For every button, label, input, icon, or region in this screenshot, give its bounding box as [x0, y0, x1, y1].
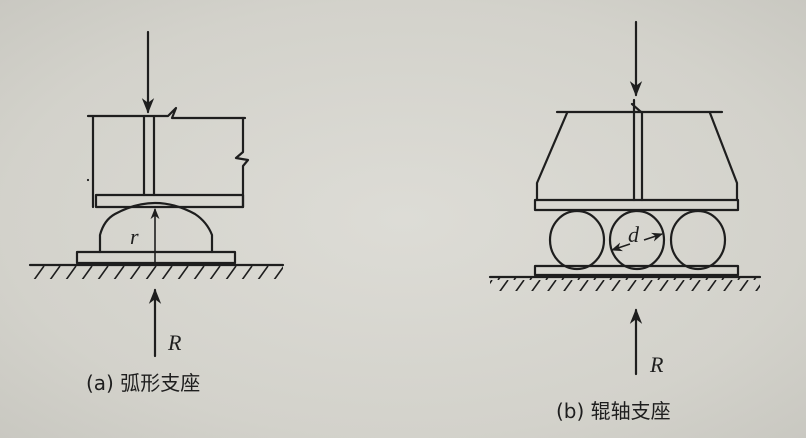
roller-middle [608, 209, 666, 271]
beam-top-flange-a [86, 106, 247, 120]
roller-right [669, 209, 727, 271]
diameter-label: d [628, 222, 640, 247]
stiffener-b [630, 98, 644, 202]
arc-block [98, 201, 214, 254]
bottom-plate-a [94, 193, 245, 209]
ground-hatch-a [30, 265, 283, 279]
ground-hatch-b [490, 277, 760, 291]
roller-support-diagram: d R (b) 辊轴支座 [488, 20, 762, 423]
beam-right-slope-b [708, 111, 739, 202]
radius-label: r [130, 224, 139, 249]
reaction-label-b: R [649, 352, 664, 377]
base-plate-a [75, 250, 237, 265]
caption-b: (b) 辊轴支座 [556, 399, 671, 423]
base-plate-b [533, 264, 740, 277]
beam-break-a [234, 116, 250, 209]
diameter-arrow [610, 242, 631, 252]
beam-left-slope-b [535, 111, 569, 202]
arc-support-diagram: r R (a) 弧形支座 [28, 30, 285, 395]
roller-left [548, 209, 606, 271]
caption-a: (a) 弧形支座 [86, 371, 200, 395]
reaction-label-a: R [167, 330, 182, 355]
bottom-plate-b [533, 198, 740, 212]
